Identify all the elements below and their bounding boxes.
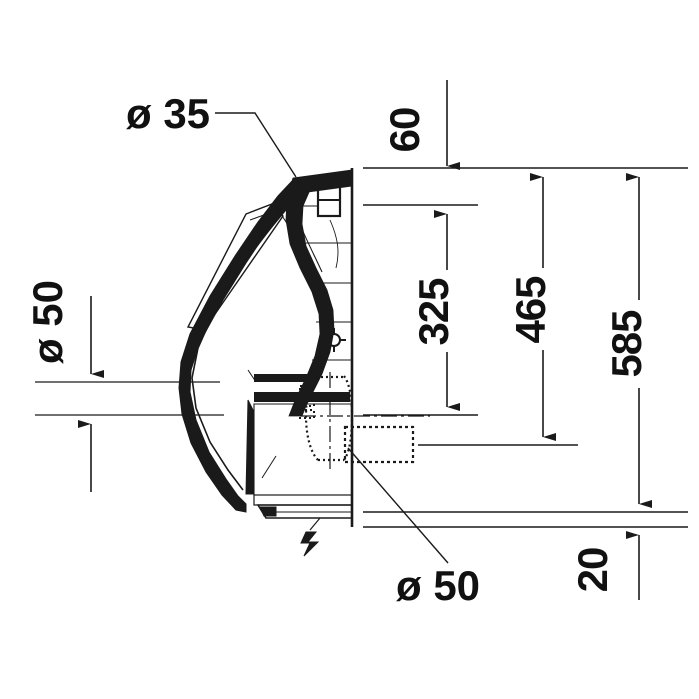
- diameter-50-bottom-leader: [347, 447, 449, 564]
- dimension-325: 325: [410, 210, 460, 411]
- dimension-60-label: 60: [381, 108, 428, 153]
- diameter-50-bottom-annotation: ø 50: [347, 447, 480, 609]
- diameter-50-bottom-label: ø 50: [396, 562, 480, 609]
- centre-lines: [300, 372, 430, 470]
- dimension-465: 465: [507, 173, 556, 441]
- diameter-50-left-label: ø 50: [24, 280, 71, 364]
- diameter-35-leader: [215, 112, 297, 178]
- dimension-585: 585: [603, 173, 652, 508]
- bowl-inner-contour: [191, 195, 293, 491]
- trap-hatch-line: [261, 455, 277, 479]
- trap-housing-box: [253, 403, 353, 496]
- dimension-465-label: 465: [507, 276, 554, 344]
- waste-pipe-hidden: [343, 425, 415, 464]
- dimension-585-label: 585: [603, 310, 650, 378]
- wash-surface-curve-2: [280, 213, 321, 281]
- diameter-50-left-annotation: ø 50: [24, 280, 224, 492]
- trap-upper-plate: [254, 374, 312, 382]
- dimension-20: 20: [569, 531, 640, 600]
- rim-slot-inner-edge: [191, 218, 279, 332]
- trap-housing-left-wall: [245, 399, 255, 495]
- plinth-upper: [253, 494, 353, 506]
- rim-slot-detail: [186, 203, 284, 331]
- rear-inner-curve: [329, 219, 339, 269]
- diameter-35-label: ø 35: [126, 90, 210, 137]
- urinal-body-outline: [178, 168, 430, 557]
- rim-slot-highlight: [249, 210, 276, 221]
- fixing-point-marker: [322, 328, 346, 352]
- diameter-35-annotation: ø 35: [126, 90, 297, 178]
- dimension-325-label: 325: [410, 278, 457, 346]
- dimension-20-label: 20: [569, 548, 616, 593]
- inlet-connector-line: [295, 177, 319, 191]
- electrical-supply-icon: [300, 517, 321, 557]
- dimension-60: 60: [381, 80, 460, 170]
- wash-surface-curve: [289, 199, 323, 273]
- trap-upper-join: [247, 369, 257, 383]
- urinal-front-edge: [178, 171, 353, 513]
- dimension-reference-lines: [363, 167, 688, 528]
